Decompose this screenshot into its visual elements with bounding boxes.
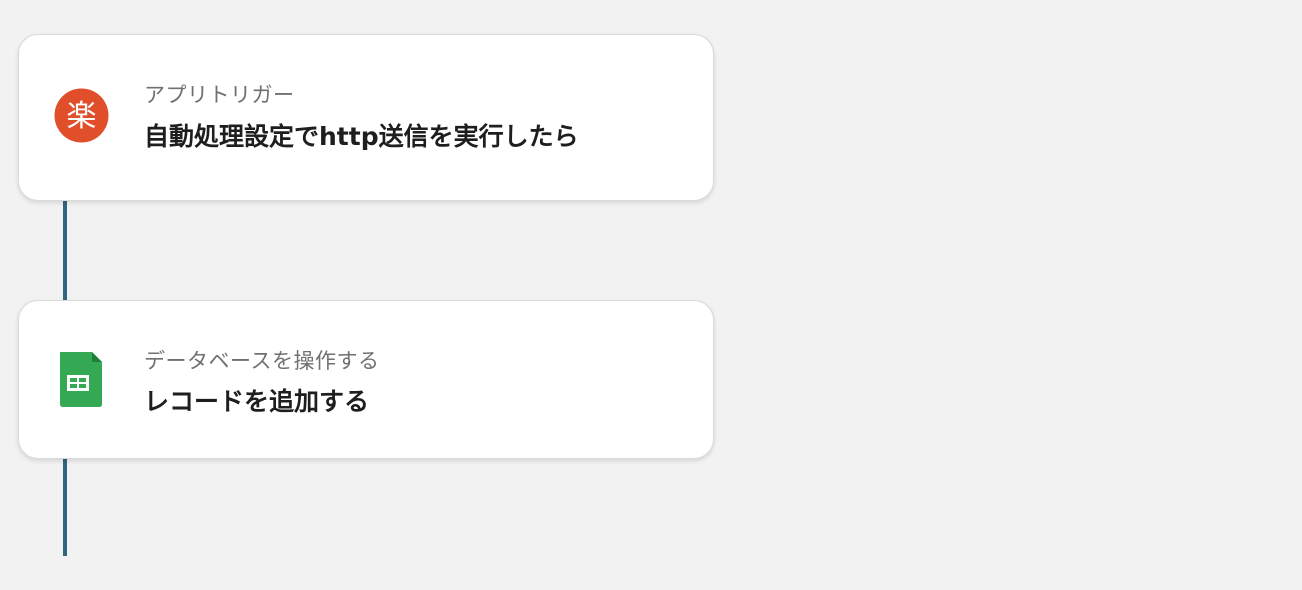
google-sheets-icon — [54, 351, 109, 407]
flow-connector-2 — [63, 458, 67, 556]
rakuten-icon: 楽 — [54, 88, 109, 143]
flow-connector-1 — [63, 200, 67, 302]
svg-text:楽: 楽 — [67, 99, 97, 134]
step-title: 自動処理設定でhttp送信を実行したら — [144, 122, 579, 151]
action-step-card[interactable]: データベースを操作する レコードを追加する — [18, 300, 714, 459]
step-title: レコードを追加する — [144, 387, 370, 416]
step-type-label: データベースを操作する — [144, 349, 380, 373]
step-type-label: アプリトリガー — [144, 83, 295, 107]
trigger-step-card[interactable]: 楽 アプリトリガー 自動処理設定でhttp送信を実行したら — [18, 34, 714, 201]
